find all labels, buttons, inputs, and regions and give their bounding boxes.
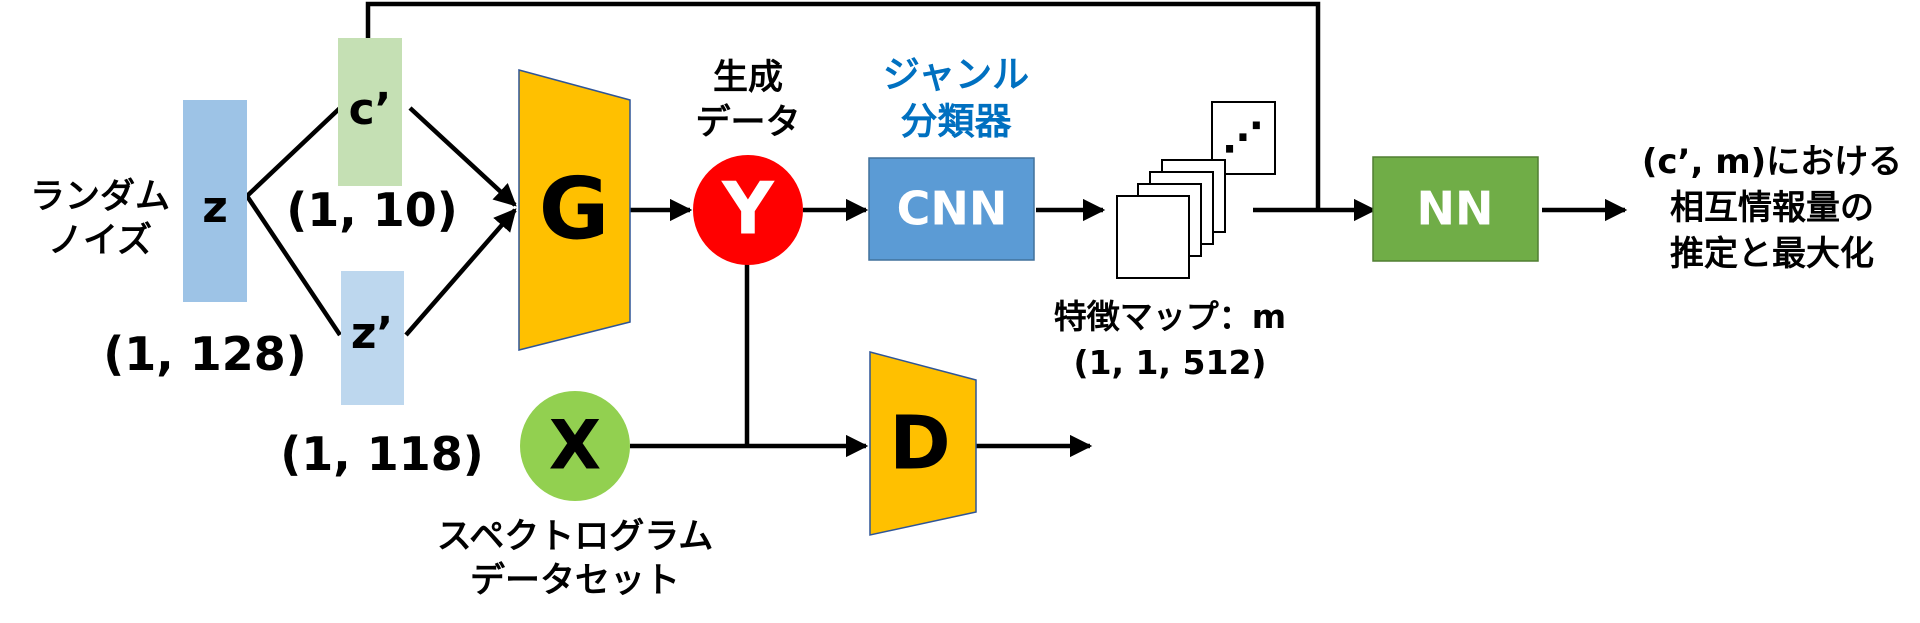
noise-label-line2: ノイズ [48,220,152,261]
generated-caption-line1: 生成 [713,58,783,98]
real-caption-line1: スペクトログラム [437,517,714,557]
real-caption-line2: データセット [470,560,680,601]
zprime-rect [341,271,404,405]
zprime-label: z’ [351,308,393,359]
cprime-skip-connection [365,1,1321,210]
nn-rect [1372,156,1539,262]
x-label: X [549,407,601,486]
zprime-block: z’ [341,271,404,405]
cprime-rect [338,38,402,186]
feature-map-dim: (1, 1, 512) [1073,343,1266,382]
z-to-cprime-line [245,106,342,198]
nn-block: NN [1372,156,1539,262]
connections [245,1,1628,458]
output-line2: 相互情報量の [1670,188,1874,228]
feature-map-ellipsis: ⋰ [1223,115,1263,161]
zprime-dim: (1, 118) [280,427,484,481]
generator-shape [518,69,631,351]
y-circle [693,155,803,265]
discriminator-shape [869,351,977,536]
feature-map-stack: ⋰ [1116,101,1276,279]
cprime-to-g-arrow [408,106,517,207]
zprime-to-g-arrow [404,208,517,337]
y-label: Y [721,167,775,251]
cnn-label: CNN [897,182,1008,236]
generator-label: G [539,159,610,259]
x-node: X [520,391,630,501]
y-node: Y [693,155,803,265]
z-rect [183,100,247,302]
cnn-block: CNN [868,157,1035,261]
z-label: z [202,182,228,233]
cprime-dim: (1, 10) [286,183,458,237]
discriminator-block: D [869,351,977,536]
generator-block: G [518,69,631,351]
z-dim: (1, 128) [103,327,307,381]
output-line3: 推定と最大化 [1670,234,1874,274]
discriminator-label: D [889,401,950,487]
cprime-label: c’ [349,84,392,135]
cnn-rect [868,157,1035,261]
cprime-block: c’ [338,38,402,186]
x-circle [520,391,630,501]
generated-caption-line2: データ [695,102,800,143]
feature-map-sheet-front [1116,195,1190,279]
classifier-title-line1: ジャンル [883,53,1029,96]
classifier-title-line2: 分類器 [901,100,1013,143]
z-to-zprime-line [245,194,342,337]
z-block: z [183,100,247,302]
nn-label: NN [1417,182,1494,236]
output-line1: (c’, m)における [1642,142,1902,182]
feature-map-label: 特徴マップ：m [1054,297,1286,336]
noise-label-line1: ランダム [30,177,170,217]
